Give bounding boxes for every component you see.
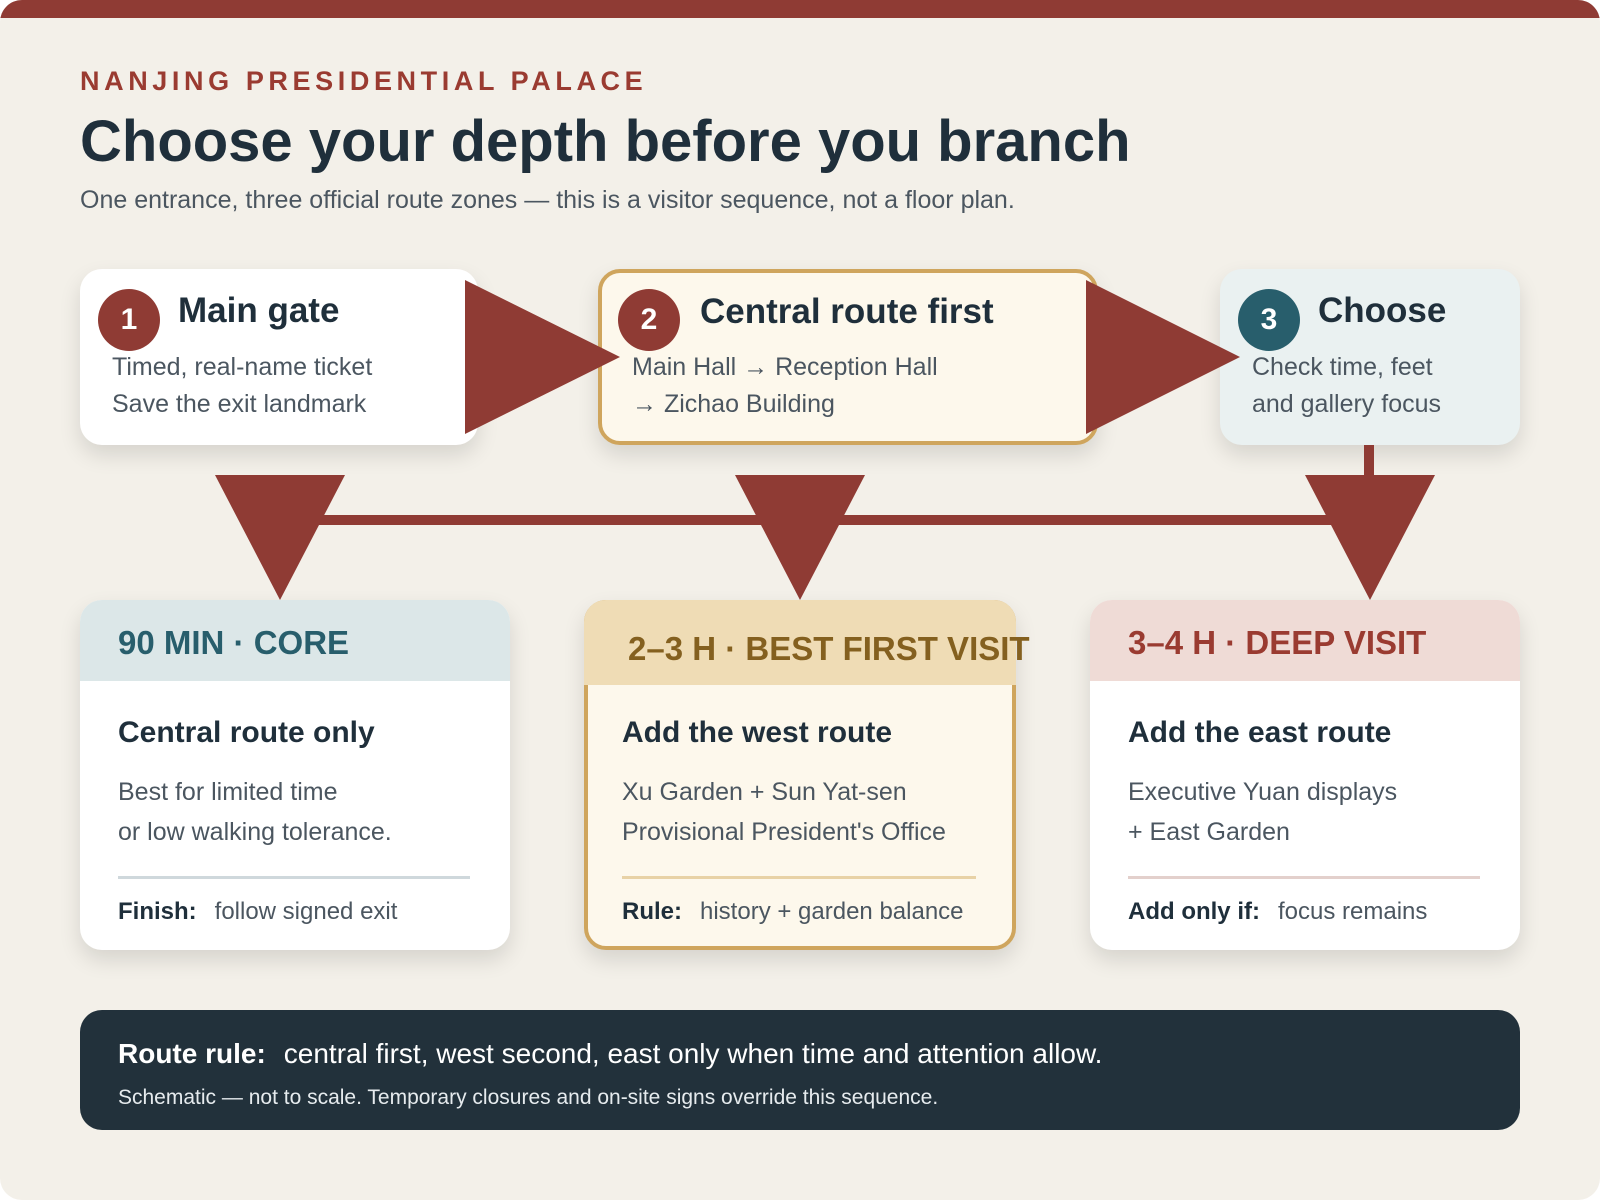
card-header [80,600,510,681]
arrow-down-icon [735,475,865,600]
top-accent-bar [0,0,1600,18]
card-description-line: + East Garden [1128,818,1290,846]
step-title: Main gate [178,291,340,330]
card-footnote-value: follow signed exit [214,898,398,925]
option-card-best-first-visit: 2–3 H · BEST FIRST VISIT Add the west ro… [584,600,1030,950]
step-title: Central route first [700,292,994,331]
card-header [584,600,1016,685]
card-description-line: or low walking tolerance. [118,818,392,846]
card-title: Central route only [118,716,375,749]
step-description-line: → Zichao Building [632,390,835,418]
option-card-deep-visit: 3–4 H · DEEP VISIT Add the east route Ex… [1090,600,1520,950]
step-description: Main Hall → Reception Hall → Zichao Buil… [632,349,938,423]
step-central-route: 2 Central route first Main Hall → Recept… [598,269,1098,445]
step-description-line: Main Hall → Reception Hall [632,353,938,381]
card-duration-tag: 2–3 H · BEST FIRST VISIT [628,630,1030,667]
card-header [1090,600,1520,681]
card-description-line: Best for limited time [118,778,338,806]
route-rule-banner: Route rule: central first, west second, e… [80,1010,1520,1130]
route-rule-label: Route rule: [118,1038,266,1069]
arrow-down-icon [1305,475,1435,600]
card-description: Executive Yuan displays + East Garden [1128,772,1397,852]
card-description: Xu Garden + Sun Yat-sen Provisional Pres… [622,772,946,852]
card-footnote: Add only if: focus remains [1128,898,1427,926]
card-divider [118,876,470,879]
card-footnote: Rule: history + garden balance [622,898,964,926]
step-description-line: Check time, feet [1252,353,1433,381]
page-title: Choose your depth before you branch [80,109,1131,174]
branch-connector-stem [1364,445,1374,479]
card-footnote-label: Finish: [118,898,197,925]
step-description-line: Timed, real-name ticket [112,353,373,381]
route-rule-value: central first, west second, east only wh… [283,1038,1103,1069]
step-main-gate: 1 Main gate Timed, real-name ticket Save… [80,269,478,445]
card-footnote-label: Add only if: [1128,898,1260,925]
step-description: Timed, real-name ticket Save the exit la… [112,349,372,423]
card-divider [1128,876,1480,879]
card-divider [622,876,976,879]
step-number-badge: 2 [618,289,680,351]
card-footnote-value: history + garden balance [700,898,964,925]
step-number-badge: 1 [98,289,160,351]
step-description-line: Save the exit landmark [112,390,367,418]
card-footnote-label: Rule: [622,898,682,925]
card-description-line: Xu Garden + Sun Yat-sen [622,778,907,806]
step-number-badge: 3 [1238,289,1300,351]
card-description: Best for limited time or low walking tol… [118,772,392,852]
eyebrow-label: NANJING PRESIDENTIAL PALACE [80,66,648,96]
arrow-down-icon [215,475,345,600]
page-subtitle: One entrance, three official route zones… [80,186,1015,214]
card-footnote: Finish: follow signed exit [118,898,397,926]
card-description-line: Executive Yuan displays [1128,778,1398,806]
step-title: Choose [1318,291,1447,330]
schematic-disclaimer: Schematic — not to scale. Temporary clos… [118,1086,939,1109]
step-description: Check time, feet and gallery focus [1252,349,1441,423]
arrow-right-icon [465,280,620,434]
card-title: Add the west route [622,716,893,749]
card-footnote-value: focus remains [1277,898,1428,925]
branch-connector-line [280,515,1374,525]
card-title: Add the east route [1128,716,1392,749]
route-rule-text: Route rule: central first, west second, e… [118,1038,1102,1070]
card-duration-tag: 90 MIN · CORE [118,624,350,661]
arrow-right-icon [1086,280,1240,434]
step-description-line: and gallery focus [1252,390,1442,418]
card-duration-tag: 3–4 H · DEEP VISIT [1128,624,1427,661]
step-choose: 3 Choose Check time, feet and gallery fo… [1220,269,1520,445]
option-card-core: 90 MIN · CORE Central route only Best fo… [80,600,510,950]
card-description-line: Provisional President's Office [622,818,946,846]
